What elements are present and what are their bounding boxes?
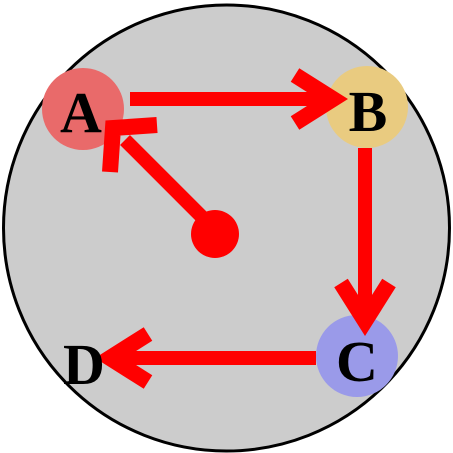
node-c-label: C — [336, 329, 378, 394]
node-b-circle — [326, 66, 408, 148]
node-c-circle — [316, 315, 398, 397]
node-a-label: A — [60, 80, 102, 145]
node-a-circle — [42, 68, 124, 150]
node-d-label: D — [63, 332, 105, 397]
start-dot — [191, 210, 239, 258]
arrow-c-to-d — [95, 327, 316, 389]
node-b-label: B — [349, 79, 388, 144]
arrow-b-to-c — [334, 148, 396, 336]
arrow-a-to-b — [130, 68, 348, 130]
arrow-start-to-a — [102, 117, 218, 233]
